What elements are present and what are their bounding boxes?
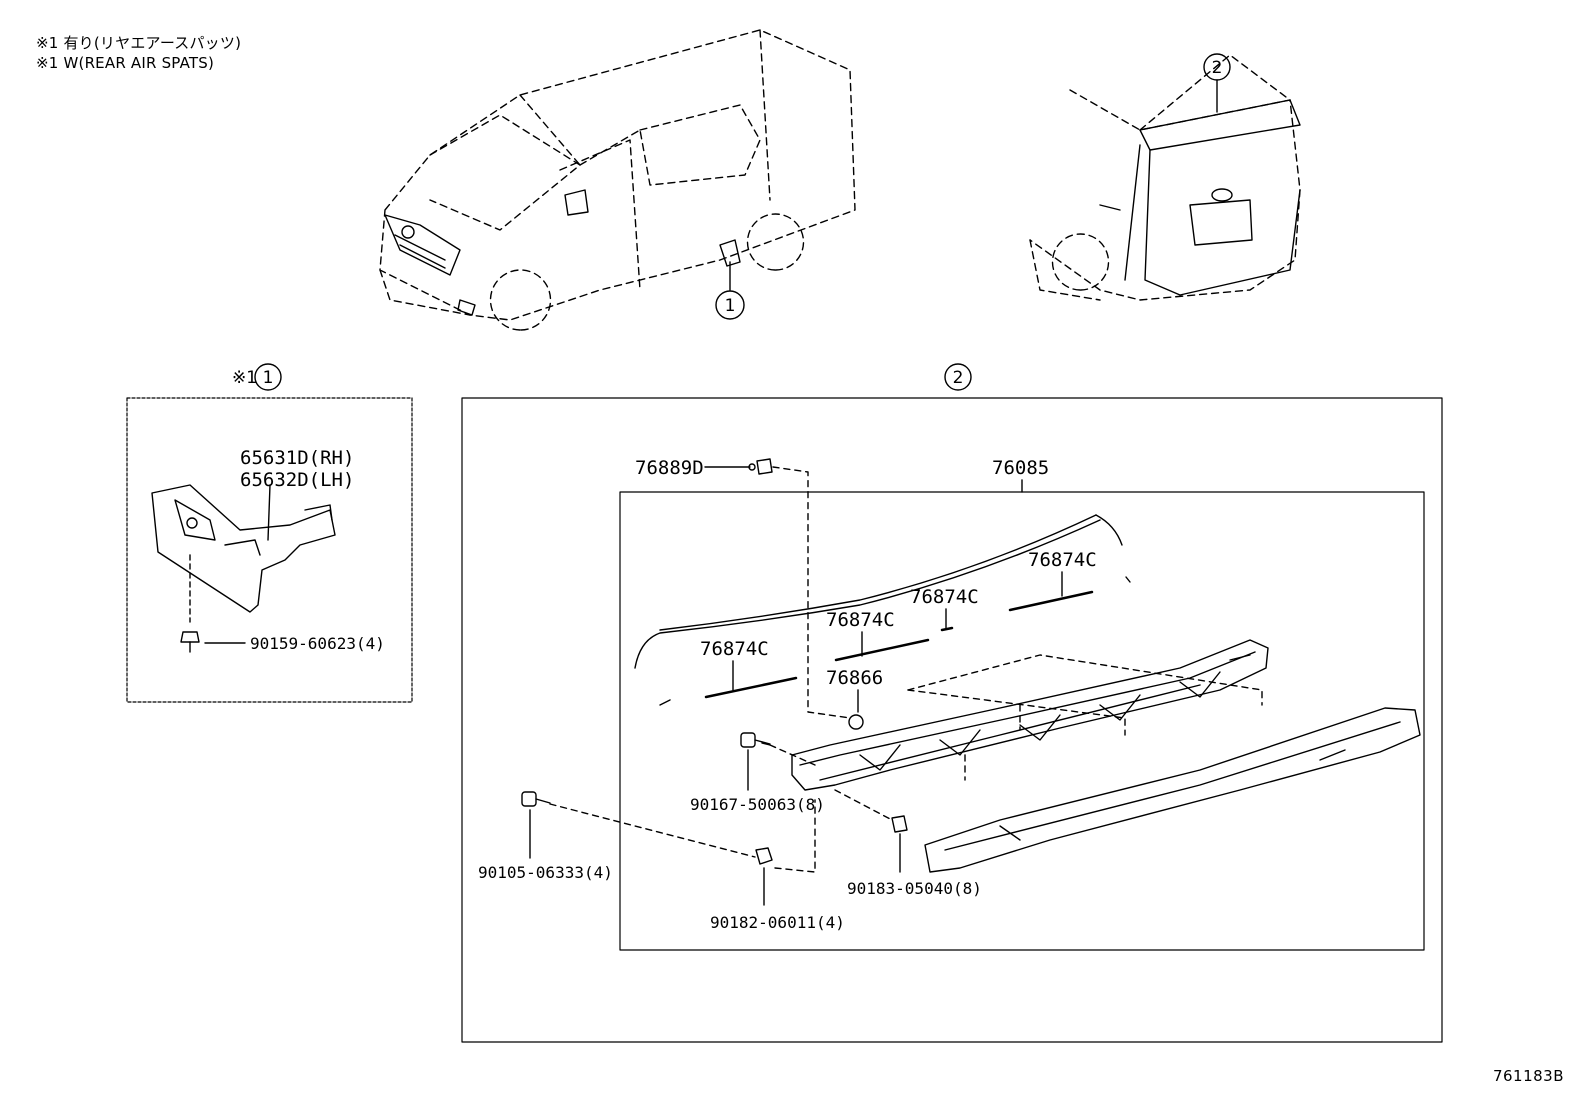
leader-65631D (267, 484, 271, 541)
label-65631D: 65631D(RH) (240, 447, 354, 469)
pad-76874C-c (834, 638, 930, 662)
spoiler-detail-box (461, 397, 1443, 1043)
bolt-90105-icon (521, 791, 551, 807)
label-90159: 90159-60623(4) (250, 634, 385, 653)
diagram-reference-number: 761183B (1492, 1067, 1564, 1085)
pad-76874C-d (704, 676, 798, 699)
spoiler-cover (924, 707, 1421, 873)
svg-text:2: 2 (953, 368, 964, 388)
leader-90182-dash (774, 799, 816, 873)
van-front-details (384, 189, 741, 316)
pad-76874C-b (940, 626, 954, 632)
weatherstrip (634, 514, 1131, 706)
pad-76874C-a (1008, 590, 1094, 612)
label-76874C-c: 76874C (826, 609, 895, 631)
van-front-view (379, 29, 856, 331)
label-76085: 76085 (992, 457, 1049, 479)
svg-text:2: 2 (1212, 58, 1223, 78)
leader-90167-dash (769, 744, 816, 766)
callout-2-top: 2 (1203, 53, 1231, 113)
label-76889D: 76889D (635, 457, 704, 479)
callout-1-top: 1 (715, 261, 745, 320)
svg-text:1: 1 (263, 368, 274, 388)
svg-text:※1: ※1 (232, 368, 257, 388)
spoiler-assembly-box (619, 491, 1425, 951)
label-90183: 90183-05040(8) (847, 879, 982, 898)
note-japanese: ※1 有り(リヤエアースパッツ) (36, 34, 242, 52)
label-76866: 76866 (826, 667, 883, 689)
label-76874C-d: 76874C (700, 638, 769, 660)
spoiler-reinforcement (791, 639, 1269, 791)
leader-90183-dash (834, 789, 893, 821)
label-65632D: 65632D(LH) (240, 469, 354, 491)
svg-text:1: 1 (725, 296, 736, 316)
label-90182: 90182-06011(4) (710, 913, 845, 932)
plug-76866-icon (848, 714, 864, 730)
leader-76889D-dash (772, 466, 851, 719)
spoiler-dashed-frame (907, 654, 1263, 781)
label-90167: 90167-50063(8) (690, 795, 825, 814)
van-rear-details (1099, 99, 1301, 296)
note-english: ※1 W(REAR AIR SPATS) (36, 54, 215, 72)
left-box-header: ※1 1 (232, 363, 282, 391)
bolt-90167-icon (740, 732, 771, 748)
label-90105: 90105-06333(4) (478, 863, 613, 882)
right-box-header: 2 (944, 363, 972, 391)
label-76874C-a: 76874C (1028, 549, 1097, 571)
clip-90183-icon (891, 815, 908, 833)
label-76874C-b: 76874C (910, 586, 979, 608)
bolt-90159-icon (180, 631, 200, 653)
spats-detail-box (126, 397, 413, 703)
nut-90182-icon (755, 847, 773, 865)
van-rear-view (1029, 54, 1301, 301)
clip-76889D-icon (748, 458, 773, 475)
spat-bracket (151, 484, 336, 613)
leader-90105-dash (549, 803, 756, 858)
